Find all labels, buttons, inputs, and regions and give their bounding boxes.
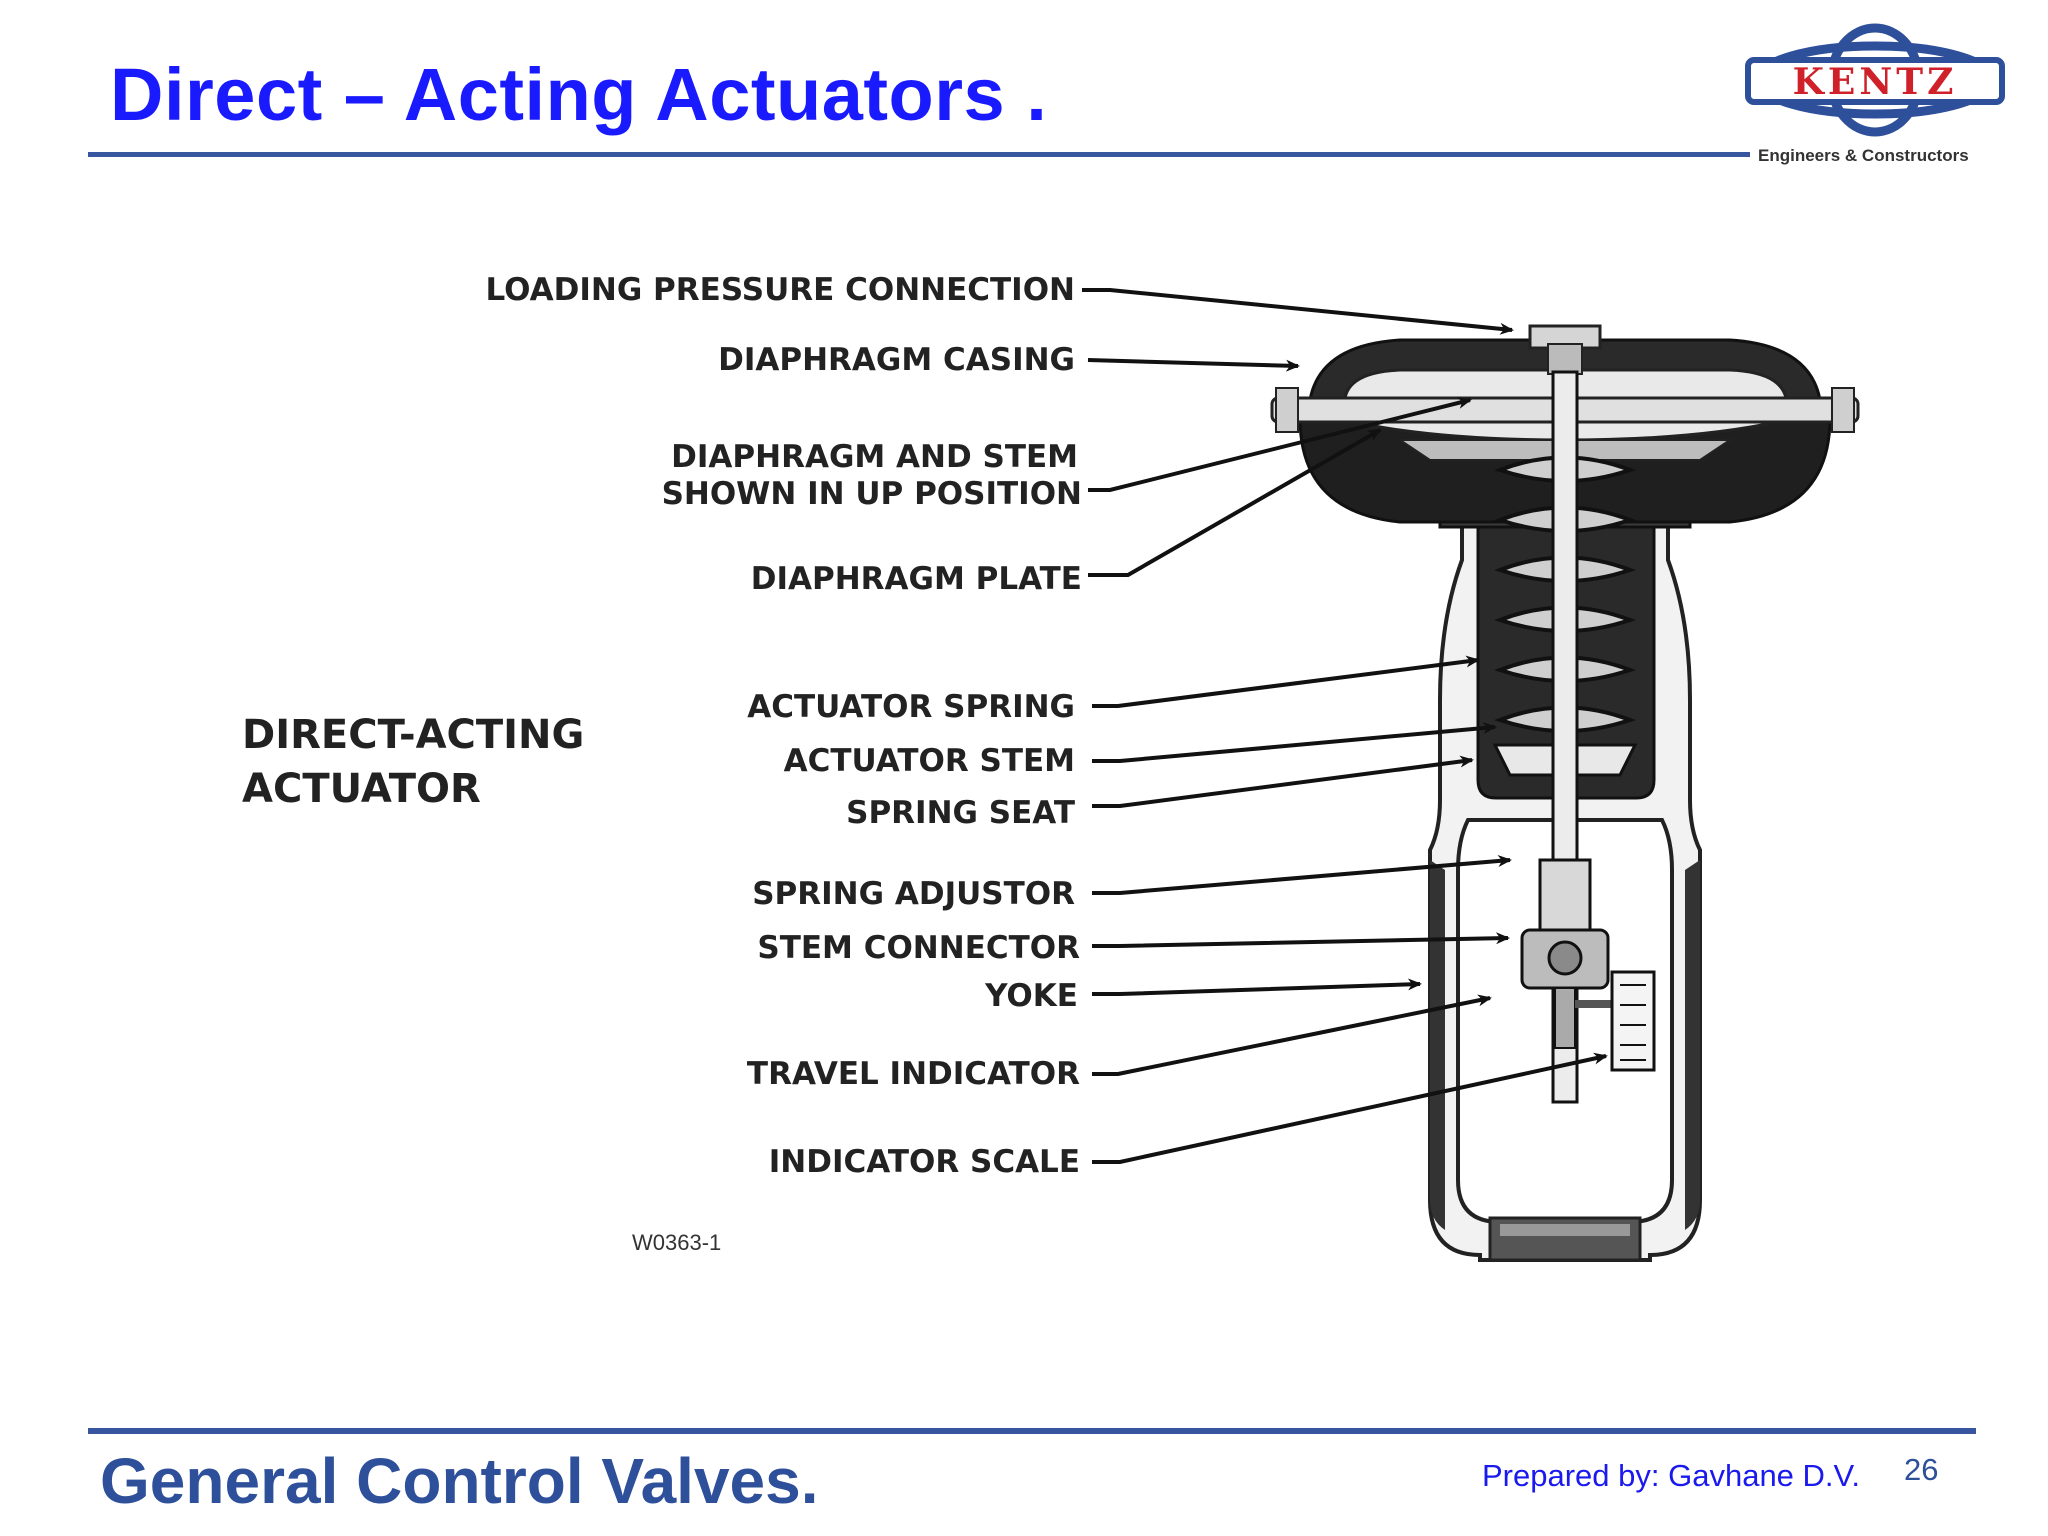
page-number: 26: [1904, 1452, 1939, 1487]
leader-diaphragm-plate: [1088, 428, 1382, 577]
side-label-actuator: ACTUATOR: [242, 766, 481, 812]
leader-spring-seat: [1092, 755, 1474, 808]
leader-spring-adjustor: [1092, 855, 1512, 895]
label-loading-pressure-connection: LOADING PRESSURE CONNECTION: [485, 272, 1075, 308]
label-stem-connector: STEM CONNECTOR: [757, 930, 1080, 966]
label-diaphragm-plate: DIAPHRAGM PLATE: [751, 561, 1082, 597]
drawing-code: W0363-1: [632, 1230, 721, 1255]
header-divider: [88, 152, 1750, 157]
label-actuator-spring: ACTUATOR SPRING: [747, 689, 1075, 725]
leader-diaphragm-stem: [1088, 397, 1472, 492]
leader-yoke: [1092, 978, 1422, 996]
leader-actuator-spring: [1092, 655, 1480, 708]
leader-loading-pressure: [1082, 288, 1514, 335]
label-yoke: YOKE: [984, 978, 1078, 1014]
label-shown-in-up-position: SHOWN IN UP POSITION: [662, 476, 1082, 512]
kentz-logo: KENTZ: [1745, 23, 2005, 137]
label-indicator-scale: INDICATOR SCALE: [769, 1144, 1080, 1180]
callout-labels: LOADING PRESSURE CONNECTION DIAPHRAGM CA…: [485, 272, 1082, 1180]
label-actuator-stem: ACTUATOR STEM: [784, 743, 1075, 779]
label-spring-seat: SPRING SEAT: [846, 795, 1075, 831]
footer-divider: [88, 1428, 1976, 1434]
leader-lines: [1082, 288, 1608, 1164]
leader-actuator-stem: [1092, 722, 1497, 763]
label-travel-indicator: TRAVEL INDICATOR: [747, 1056, 1080, 1092]
leader-indicator-scale: [1092, 1052, 1608, 1164]
leader-stem-connector: [1092, 932, 1510, 948]
actuator-body: [1270, 324, 1860, 1262]
label-diaphragm-and-stem: DIAPHRAGM AND STEM: [671, 439, 1078, 475]
prepared-by: Prepared by: Gavhane D.V.: [1482, 1458, 1860, 1493]
logo-tagline: Engineers & Constructors: [1758, 146, 1969, 165]
leader-travel-indicator: [1092, 994, 1492, 1076]
side-label-direct-acting: DIRECT-ACTING: [242, 712, 584, 758]
label-spring-adjustor: SPRING ADJUSTOR: [752, 876, 1075, 912]
slide-title: Direct – Acting Actuators .: [110, 53, 1048, 136]
footer-title: General Control Valves.: [100, 1445, 819, 1517]
logo-wordmark: KENTZ: [1793, 61, 1958, 103]
label-diaphragm-casing: DIAPHRAGM CASING: [718, 342, 1075, 378]
leader-diaphragm-casing: [1087, 358, 1300, 372]
